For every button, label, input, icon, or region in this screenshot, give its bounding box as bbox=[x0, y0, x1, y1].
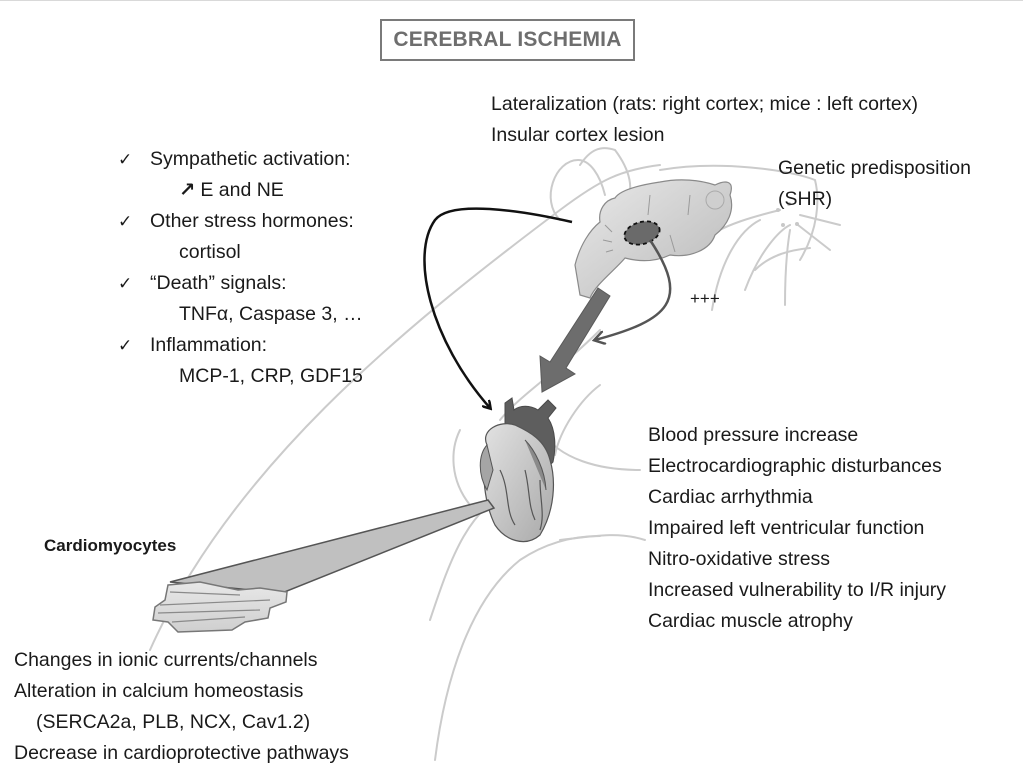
genetic-line: (SHR) bbox=[778, 188, 833, 210]
cardiomyocytes-label: Cardiomyocytes bbox=[44, 536, 177, 555]
cell-effect-item: Alteration in calcium homeostasis bbox=[14, 680, 304, 702]
big-humoral-arrow bbox=[539, 287, 611, 393]
mediator-label: Inflammation: bbox=[150, 334, 268, 356]
mediator-detail: TNFα, Caspase 3, … bbox=[179, 303, 363, 325]
mediator-item: ✓ Other stress hormones: bbox=[118, 206, 363, 237]
rat-whisker-dots bbox=[776, 202, 799, 227]
title-box: CEREBRAL ISCHEMIA bbox=[380, 19, 635, 61]
magnify-wedge bbox=[169, 499, 496, 594]
diagram-title: CEREBRAL ISCHEMIA bbox=[393, 28, 622, 51]
cardiac-effect-item: Cardiac muscle atrophy bbox=[648, 610, 853, 632]
mediator-label: “Death” signals: bbox=[150, 272, 287, 294]
checkmark-icon: ✓ bbox=[118, 212, 133, 231]
cardiac-effect-item: Increased vulnerability to I/R injury bbox=[648, 579, 947, 601]
mediator-detail: cortisol bbox=[179, 241, 241, 263]
brain-factor-item: Insular cortex lesion bbox=[491, 124, 665, 146]
mediator-label: Other stress hormones: bbox=[150, 210, 354, 232]
rat-outline bbox=[149, 147, 841, 761]
mediator-label: Sympathetic activation: bbox=[150, 148, 351, 170]
cardiac-effect-item: Cardiac arrhythmia bbox=[648, 486, 813, 508]
cardiac-effects-list: Blood pressure increase Electrocardiogra… bbox=[648, 420, 946, 637]
checkmark-icon: ✓ bbox=[118, 274, 133, 293]
cell-effect-item: (SERCA2a, PLB, NCX, Cav1.2) bbox=[36, 711, 311, 733]
cardiac-effect-item: Impaired left ventricular function bbox=[648, 517, 925, 539]
checkmark-icon: ✓ bbox=[118, 150, 133, 169]
mediator-item: ✓ Sympathetic activation: bbox=[118, 144, 363, 175]
amplification-label: +++ bbox=[690, 289, 720, 308]
brain-illustration bbox=[574, 179, 733, 299]
cardiac-effect-item: Electrocardiographic disturbances bbox=[648, 455, 942, 477]
top-border bbox=[0, 0, 1023, 1]
cardiomyocyte-illustration bbox=[152, 581, 288, 633]
mediator-item: ✓ Inflammation: bbox=[118, 330, 363, 361]
genetic-line: Genetic predisposition bbox=[778, 157, 971, 179]
mediator-detail: MCP-1, CRP, GDF15 bbox=[179, 365, 363, 387]
mediator-detail: ↗E and NE bbox=[179, 179, 284, 201]
cell-effect-item: Decrease in cardioprotective pathways bbox=[14, 742, 349, 764]
cardiac-effect-item: Blood pressure increase bbox=[648, 424, 859, 446]
mediator-item: ✓ “Death” signals: bbox=[118, 268, 363, 299]
mediator-list: ✓ Sympathetic activation: ↗E and NE ✓ Othe… bbox=[118, 144, 363, 392]
genetic-predisposition: Genetic predisposition (SHR) bbox=[778, 153, 971, 215]
cardiac-effect-item: Nitro-oxidative stress bbox=[648, 548, 831, 570]
neural-arrow bbox=[423, 207, 573, 408]
cardiomyocyte-effects-list: Changes in ionic currents/channels Alter… bbox=[14, 645, 349, 769]
insular-lesion bbox=[623, 220, 661, 246]
lesion-arrow bbox=[595, 239, 672, 340]
heart-illustration bbox=[479, 397, 557, 543]
increase-arrow-icon: ↗ bbox=[179, 179, 196, 201]
brain-factor-item: Lateralization (rats: right cortex; mice… bbox=[491, 93, 918, 115]
brain-factors: Lateralization (rats: right cortex; mice… bbox=[491, 89, 918, 151]
cell-effect-item: Changes in ionic currents/channels bbox=[14, 649, 318, 671]
checkmark-icon: ✓ bbox=[118, 336, 133, 355]
